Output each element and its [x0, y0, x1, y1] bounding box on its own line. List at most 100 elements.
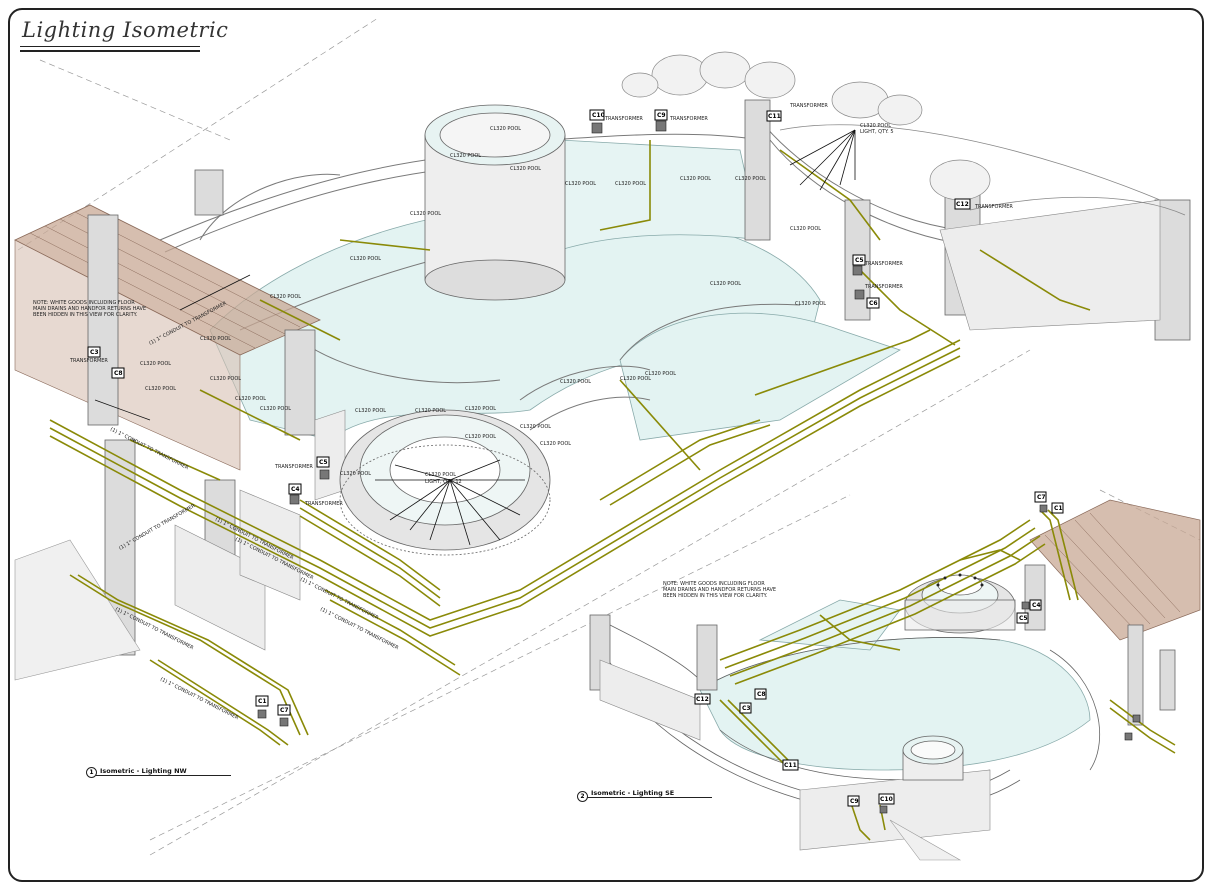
light-label: CL320 POOL [410, 211, 441, 217]
light-label: CL320 POOL [860, 123, 891, 129]
light-label: CL320 POOL [140, 361, 171, 367]
transformer-label: TRANSFORMER [274, 464, 313, 470]
light-label: CL320 POOL [200, 336, 231, 342]
svg-text:C7: C7 [280, 707, 289, 714]
svg-text:NOTE: WHITE GOODS INCLUDING FL: NOTE: WHITE GOODS INCLUDING FLOOR [663, 581, 765, 587]
light-label: CL320 POOL [260, 406, 291, 412]
svg-text:C5: C5 [319, 459, 328, 466]
pool-light-labels: CL320 POOL CL320 POOL CL320 POOL CL320 P… [140, 123, 894, 485]
svg-text:MAIN DRAINS AND HANDFOR RETURN: MAIN DRAINS AND HANDFOR RETURNS HAVE [663, 587, 776, 593]
light-label: CL320 POOL [350, 256, 381, 262]
circuit-tag: C5 [852, 254, 866, 266]
svg-text:C11: C11 [784, 762, 797, 769]
masonry-wall [174, 524, 266, 651]
se-transformer-boxes [879, 504, 1141, 814]
view-title-nw: Isometric - Lighting NW [100, 767, 187, 775]
circuit-tag: C4 [288, 483, 302, 495]
light-label: CL320 POOL [565, 181, 596, 187]
circuit-tags-se: C7 C1 C4 C5 C12 C8 C3 C11 C9 C10 [694, 491, 1064, 807]
circuit-tag: C12 [954, 198, 971, 210]
se-pergola-wood [1029, 499, 1201, 641]
circuit-tag: C10 [878, 793, 895, 805]
circuit-tag: C1 [1051, 502, 1064, 514]
svg-text:C8: C8 [757, 691, 766, 698]
light-label: CL320 POOL [340, 471, 371, 477]
svg-text:C9: C9 [657, 112, 666, 119]
circuit-tag: C5 [1016, 612, 1029, 624]
circuit-tag: C11 [782, 759, 799, 771]
masonry-wall [239, 489, 301, 601]
view-title-underline [96, 775, 231, 776]
circuit-tag: C11 [766, 110, 782, 122]
light-label: CL320 POOL [425, 472, 456, 478]
column [1127, 624, 1144, 726]
circuit-tag: C6 [866, 297, 880, 309]
light-label: CL320 POOL [450, 153, 481, 159]
svg-text:C7: C7 [1037, 494, 1046, 501]
circuit-tag: C4 [1029, 599, 1042, 611]
transformer-label: TRANSFORMER [864, 261, 903, 267]
column [87, 214, 119, 426]
light-label: CL320 POOL [355, 408, 386, 414]
circuit-tag: C7 [1034, 491, 1047, 503]
light-qty-label: LIGHT, QTY. 5 [860, 129, 894, 135]
light-label: CL320 POOL [520, 424, 551, 430]
light-label: CL320 POOL [465, 406, 496, 412]
transformer-labels: TRANSFORMER TRANSFORMER TRANSFORMER TRAN… [69, 103, 1013, 507]
view-title-se: Isometric - Lighting SE [591, 789, 675, 797]
se-pool-surface [699, 637, 1091, 771]
svg-text:C4: C4 [1032, 602, 1041, 609]
svg-text:C12: C12 [696, 696, 709, 703]
transformer-label: TRANSFORMER [69, 358, 108, 364]
circuit-tag: C3 [739, 702, 752, 714]
svg-text:BEEN HIDDEN IN THIS VIEW FOR C: BEEN HIDDEN IN THIS VIEW FOR CLARITY. [663, 593, 768, 599]
se-isometric-view: NOTE: WHITE GOODS INCLUDING FLOOR MAIN D… [589, 491, 1201, 861]
column [1154, 199, 1191, 341]
column [1159, 649, 1176, 711]
column [696, 624, 718, 691]
light-leader-arrows [94, 129, 856, 546]
view-number-badge: 2 [577, 791, 588, 802]
svg-text:C3: C3 [90, 349, 99, 356]
svg-text:C8: C8 [114, 370, 123, 377]
svg-text:NOTE: WHITE GOODS INCLUDING FL: NOTE: WHITE GOODS INCLUDING FLOOR [33, 300, 135, 306]
transformer-label: TRANSFORMER [304, 501, 343, 507]
planter-area [14, 539, 141, 681]
light-label: CL320 POOL [540, 441, 571, 447]
svg-text:MAIN DRAINS AND HANDFOR RETURN: MAIN DRAINS AND HANDFOR RETURNS HAVE [33, 306, 146, 312]
circuit-tag: C9 [847, 795, 860, 807]
cylinder-tower [424, 104, 566, 301]
conduit-bundles [49, 140, 1091, 746]
circuit-tag: C9 [654, 109, 668, 121]
light-label: CL320 POOL [210, 376, 241, 382]
light-label: CL320 POOL [465, 434, 496, 440]
drawing-sheet-border [8, 8, 1204, 882]
svg-text:C11: C11 [768, 113, 781, 120]
se-masonry-wall [799, 769, 991, 851]
view-number-badge: 1 [86, 767, 97, 778]
column [284, 329, 316, 436]
circuit-tag: C12 [694, 693, 711, 705]
circuit-tag: C8 [754, 688, 767, 700]
nw-note: NOTE: WHITE GOODS INCLUDING FLOOR MAIN D… [33, 300, 146, 318]
nw-isometric-view: CL320 POOL CL320 POOL CL320 POOL CL320 P… [14, 51, 1191, 746]
svg-text:C1: C1 [1054, 505, 1063, 512]
light-qty-label: LIGHT, QTY. 12 [425, 479, 462, 485]
light-label: CL320 POOL [645, 371, 676, 377]
circuit-tag: C7 [277, 704, 291, 716]
light-label: CL320 POOL [510, 166, 541, 172]
conduit-label: (1) 1" CONDUIT TO TRANSFORMER [159, 676, 240, 721]
light-label: CL320 POOL [415, 408, 446, 414]
transformer-label: TRANSFORMER [974, 204, 1013, 210]
light-label: CL320 POOL [235, 396, 266, 402]
svg-text:C10: C10 [880, 796, 893, 803]
title-underline [20, 46, 200, 47]
se-round-tower [902, 735, 964, 781]
sheet-title: Lighting Isometric [22, 18, 229, 42]
light-label: CL320 POOL [270, 294, 301, 300]
transformer-boxes [257, 120, 865, 727]
circuit-tag: C1 [255, 695, 269, 707]
circuit-tags-nw: C10 C9 C11 C12 C5 C6 C3 C8 C5 C4 C1 C7 [87, 109, 971, 716]
spa-pool-surface [619, 312, 901, 441]
